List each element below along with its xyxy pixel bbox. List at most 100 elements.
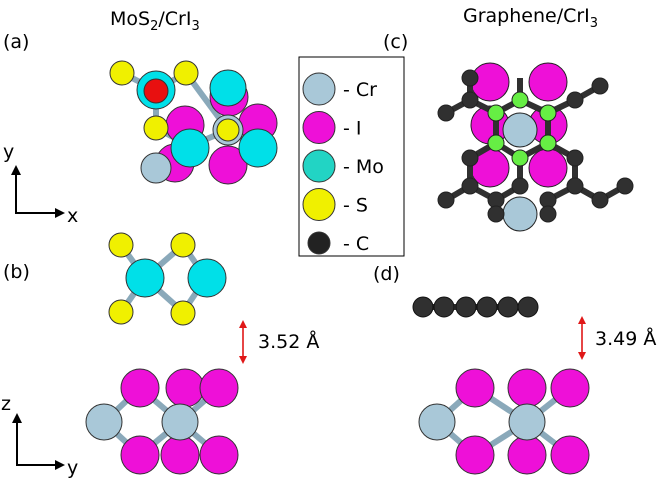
panel-d-cri3-side: [418, 368, 590, 475]
atom-s: [108, 299, 134, 325]
legend-label-mo: - Mo: [343, 156, 384, 178]
atom-mo: [209, 69, 247, 107]
legend-entry-c: - C: [307, 231, 369, 255]
atom-cr: [418, 403, 456, 441]
legend-label-cr: - Cr: [343, 79, 377, 101]
legend-entry-i: - I: [302, 111, 362, 144]
interlayer-distance-graphene: 3.49 Å: [578, 316, 656, 360]
atom-mo: [187, 258, 227, 298]
atom-cr: [85, 403, 123, 441]
atom-c: [461, 177, 479, 195]
atom-s: [109, 60, 135, 86]
legend-swatch-cr: [302, 72, 336, 106]
atom-i: [199, 368, 239, 408]
atom-mo: [125, 258, 165, 298]
legend-entries: - Cr - I - Mo - S - C: [302, 72, 384, 255]
atom-i: [528, 148, 568, 188]
legend-entry-cr: - Cr: [302, 72, 377, 106]
graphene-highlight-atoms: [487, 91, 557, 167]
atom-cr: [502, 196, 538, 232]
atom-c: [433, 296, 455, 318]
legend-swatch-mo: [302, 149, 336, 183]
atom-i: [455, 435, 495, 475]
panel-d-graphene-side: [412, 296, 539, 318]
title-graphene-cri3: Graphene/CrI3: [463, 5, 598, 31]
legend-entry-mo: - Mo: [302, 149, 384, 183]
atom-s: [170, 232, 196, 258]
panel-label-d: (d): [373, 263, 400, 285]
atom-c-highlight: [487, 134, 505, 152]
atom-c: [461, 91, 479, 109]
atom-c: [412, 296, 434, 318]
atom-c: [497, 296, 519, 318]
atom-i: [208, 145, 248, 185]
atom-s: [108, 232, 134, 258]
atom-c: [461, 69, 479, 87]
legend-swatch-i: [302, 111, 336, 144]
panel-label-c: (c): [383, 31, 408, 53]
atom-c: [476, 296, 498, 318]
atom-c: [437, 191, 455, 209]
atom-cr: [502, 112, 538, 148]
panel-label-b: (b): [3, 261, 30, 283]
atom-i: [550, 435, 590, 475]
atom-s: [216, 118, 240, 142]
atom-highlight: [143, 78, 169, 104]
atom-c-highlight: [539, 104, 557, 122]
atom-c: [591, 77, 609, 95]
panel-b-cri3-side: [85, 368, 239, 475]
atom-cr: [140, 152, 172, 184]
atom-i: [160, 435, 200, 475]
atom-i: [455, 368, 495, 408]
atom-c-highlight: [511, 149, 529, 167]
interlayer-distance-mos2: 3.52 Å: [239, 320, 319, 364]
atom-c: [539, 205, 557, 223]
axis-label-bottom-y: y: [67, 457, 78, 479]
atom-i: [199, 435, 239, 475]
axis-label-top-x: x: [67, 205, 78, 227]
atom-c: [461, 149, 479, 167]
legend-swatch-s: [302, 188, 336, 221]
atom-mo: [170, 128, 210, 168]
atom-i: [165, 368, 205, 408]
atom-i: [550, 368, 590, 408]
panel-label-a: (a): [3, 31, 29, 53]
panel-b-mos2-side: [108, 232, 227, 326]
legend-entry-s: - S: [302, 188, 368, 221]
atom-c-highlight: [487, 104, 505, 122]
atom-c: [616, 177, 634, 195]
atom-c-highlight: [511, 91, 529, 109]
legend-label-i: - I: [343, 118, 362, 140]
legend: - Cr - I - Mo - S - C: [298, 56, 405, 257]
atom-s: [143, 115, 169, 141]
atom-c: [566, 177, 584, 195]
distance-label-mos2: 3.52 Å: [258, 330, 319, 353]
atom-i: [507, 435, 547, 475]
atom-c: [511, 177, 529, 195]
atom-c: [487, 205, 505, 223]
atom-c: [455, 296, 477, 318]
atom-c: [517, 296, 539, 318]
axis-indicator-top: y x: [3, 141, 78, 227]
graphene-atoms: [437, 69, 634, 223]
legend-label-c: - C: [343, 233, 369, 255]
atom-cr: [161, 403, 199, 441]
legend-swatch-c: [307, 231, 331, 255]
atom-s: [173, 60, 199, 86]
atom-s: [170, 300, 196, 326]
atom-i: [120, 435, 160, 475]
atom-c-highlight: [539, 134, 557, 152]
atom-c: [591, 191, 609, 209]
atom-c: [566, 149, 584, 167]
legend-label-s: - S: [343, 195, 368, 217]
axis-label-bottom-z: z: [1, 393, 11, 415]
axis-indicator-bottom: z y: [1, 393, 78, 479]
atom-i: [507, 368, 547, 408]
atom-mo: [238, 128, 278, 168]
atom-i: [528, 62, 568, 102]
panel-a-top-view: [109, 60, 278, 185]
distance-label-graphene: 3.49 Å: [595, 327, 656, 350]
atom-c: [437, 104, 455, 122]
axis-label-top-y: y: [3, 141, 14, 163]
